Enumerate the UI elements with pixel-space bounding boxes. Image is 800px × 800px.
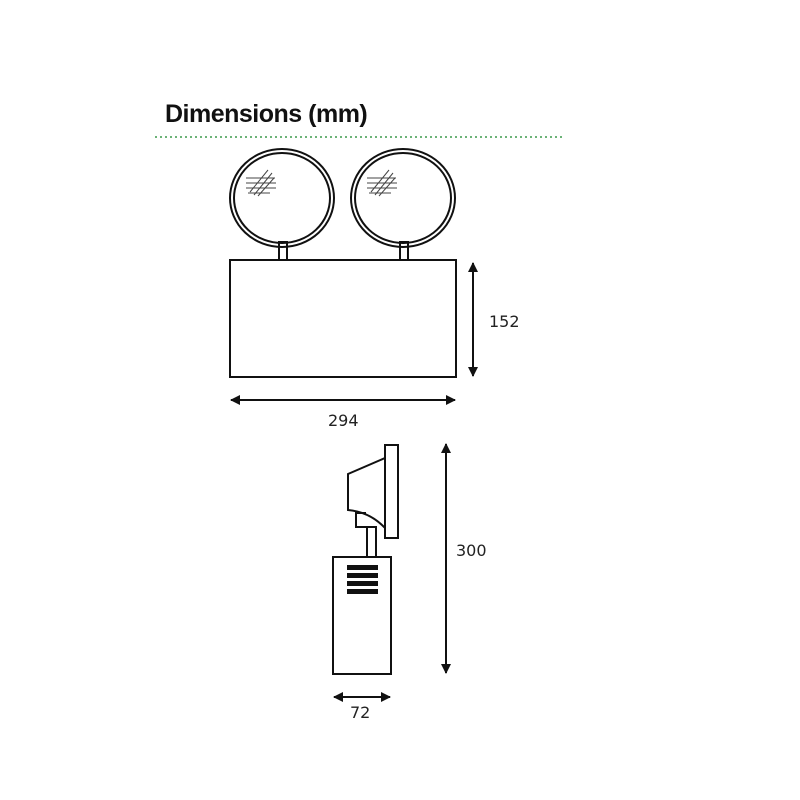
lamp-head-right [350, 148, 456, 248]
lamp-head-side [347, 457, 386, 529]
side-stem [366, 526, 377, 558]
lens-hatch-icon [246, 169, 276, 197]
side-depth-label: 72 [350, 703, 370, 722]
lamp-face-plate [384, 444, 399, 539]
stem-right [399, 241, 409, 261]
front-housing [229, 259, 457, 378]
vent-slots [347, 565, 378, 594]
front-width-label: 294 [328, 411, 359, 430]
lens-hatch-icon [367, 169, 397, 197]
side-housing [332, 556, 392, 675]
stem-left [278, 241, 288, 261]
bracket [355, 512, 368, 528]
lamp-head-left [229, 148, 335, 248]
front-view [229, 148, 457, 378]
diagram-title: Dimensions (mm) [165, 100, 367, 128]
front-height-label: 152 [489, 312, 520, 331]
side-height-label: 300 [456, 541, 487, 560]
side-view [332, 444, 399, 675]
